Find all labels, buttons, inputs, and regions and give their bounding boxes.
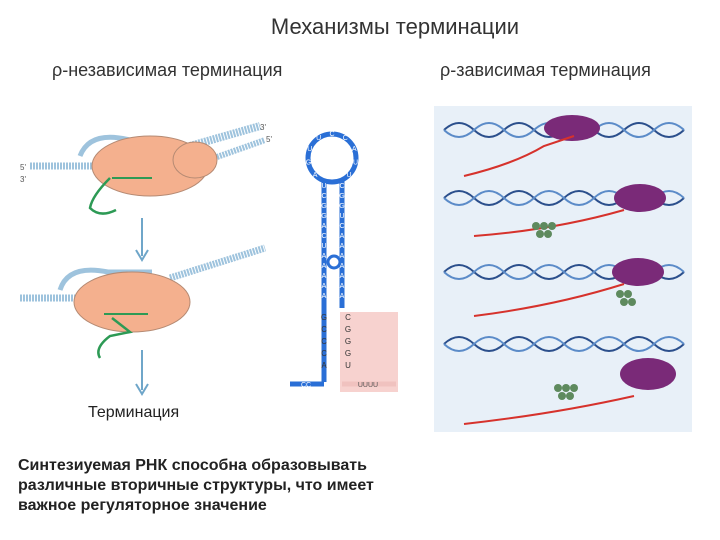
hairpin-stem-right-base: A xyxy=(340,293,345,300)
hairpin-loop-base: U xyxy=(346,172,351,179)
rho-dependent-panel xyxy=(434,106,692,432)
rho-independent-heading: ρ-независимая терминация xyxy=(52,60,283,80)
hairpin-stem-left-base: C xyxy=(321,233,326,240)
arrow-down-top xyxy=(135,218,149,262)
hairpin-stem-left-base: G xyxy=(321,203,326,210)
hairpin-stem-left-base: A xyxy=(322,223,327,230)
rho-independent-diagram: 3' 5' 5' 3' xyxy=(20,122,272,396)
hairpin-stem-right-base: C xyxy=(339,223,344,230)
hairpin-stem-right-base: G xyxy=(339,203,344,210)
hairpin-pair-base: G xyxy=(345,349,351,358)
hairpin-loop-base: U xyxy=(316,135,321,142)
hairpin-loop-base: G xyxy=(306,160,311,167)
terminating-complex xyxy=(20,244,267,359)
hairpin-stem-right-base: A xyxy=(340,273,345,280)
hairpin-stem-left-base: G xyxy=(321,213,326,220)
hairpin-pair-base: G xyxy=(345,325,351,334)
note-line: различные вторичные структуры, что имеет xyxy=(18,477,374,494)
rho-step-4 xyxy=(443,336,685,425)
rho-step-1 xyxy=(443,115,685,177)
hairpin-pair-base: C xyxy=(321,325,327,334)
note-line: важное регуляторное значение xyxy=(18,497,267,514)
hairpin-stem-right-base: G xyxy=(339,193,344,200)
note-text: Синтезиуемая РНК способна образовывать р… xyxy=(18,456,438,516)
page-title: Механизмы терминации xyxy=(270,14,520,39)
arrow-down-bottom xyxy=(135,350,149,396)
hairpin-stem-left-base: A xyxy=(322,263,327,270)
strand-3prime-label-left: 3' xyxy=(20,175,26,184)
hairpin-pair-base: C xyxy=(321,349,327,358)
strand-3prime-label: 3' xyxy=(260,123,266,132)
hairpin-stem-right-base: A xyxy=(340,283,345,290)
hairpin-loop-base: C xyxy=(329,131,334,138)
elongation-complex: 3' 5' 5' 3' xyxy=(20,122,272,215)
hairpin-stem-left-base: A xyxy=(322,283,327,290)
hairpin-pair-base: G xyxy=(321,313,327,322)
strand-5prime-label: 5' xyxy=(266,135,272,144)
termination-label: Терминация xyxy=(88,404,180,421)
rho-dependent-diagram xyxy=(443,115,685,425)
hairpin-loop-base: A xyxy=(352,146,357,153)
hairpin-stem-right-base: A xyxy=(340,233,345,240)
hairpin-pair-base: C xyxy=(345,313,351,322)
hairpin-pair-base: A xyxy=(321,361,327,370)
hairpin-stem-right-base: A xyxy=(340,253,345,260)
hairpin-pair-base: U xyxy=(345,361,351,370)
hairpin-stem-right-base: C xyxy=(339,183,344,190)
note-line: Синтезиуемая РНК способна образовывать xyxy=(18,457,367,474)
hairpin-stem-left-base: C xyxy=(321,193,326,200)
hairpin-pair-base: C xyxy=(321,337,327,346)
rho-step-3 xyxy=(443,258,685,317)
rho-step-2 xyxy=(443,184,685,238)
hairpin-stem-right-base: A xyxy=(340,263,345,270)
hairpin-loop-base: C xyxy=(343,135,348,142)
hairpin-stem-left-base: A xyxy=(322,273,327,280)
hairpin-stem-left-base: U xyxy=(321,183,326,190)
hairpin-loop-base: A xyxy=(313,172,318,179)
hairpin-stem-right-base: A xyxy=(340,243,345,250)
hairpin-loop-base: U xyxy=(353,160,358,167)
hairpin-stem-left-base: A xyxy=(322,253,327,260)
hairpin-stem-right-base: U xyxy=(339,213,344,220)
hairpin-loop-base: U xyxy=(307,146,312,153)
hairpin-pair-base: G xyxy=(345,337,351,346)
terminator-highlight xyxy=(340,312,398,392)
rho-dependent-heading: ρ-зависимая терминация xyxy=(440,60,651,80)
hairpin-stem-left-base: U xyxy=(321,243,326,250)
hairpin-tail-left: CC xyxy=(301,382,311,389)
hairpin-stem-left-base: A xyxy=(322,293,327,300)
hairpin-tail-right: UUUU xyxy=(358,382,378,389)
strand-5prime-label-left: 5' xyxy=(20,163,26,172)
